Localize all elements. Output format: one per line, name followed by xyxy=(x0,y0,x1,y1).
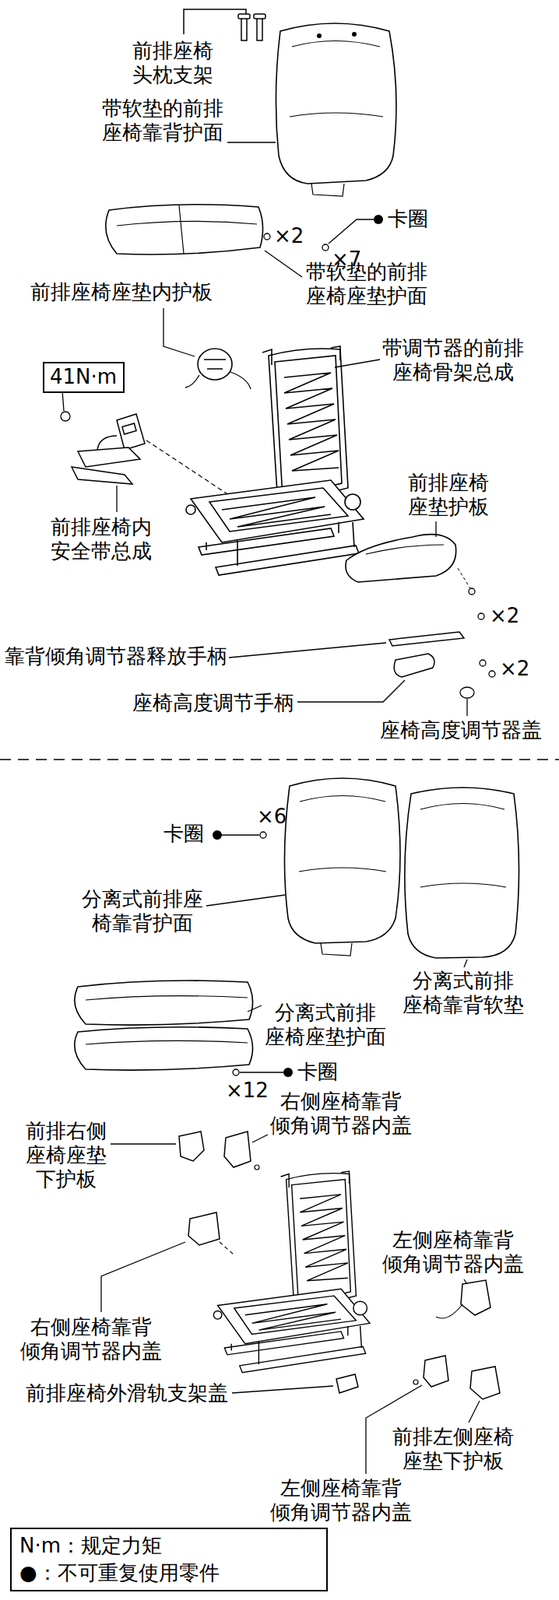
part-label: 座椅高度调节器盖 xyxy=(379,718,542,743)
part-label: 右侧座椅靠背 倾角调节器内盖 xyxy=(270,1089,412,1139)
part-label: ×2 xyxy=(499,657,530,682)
part-label: 靠背倾角调节器释放手柄 xyxy=(4,644,228,669)
part-label: 带软垫的前排 座椅座垫护面 xyxy=(305,260,428,309)
part-label: 分离式前排 座椅座垫护面 xyxy=(264,1001,387,1050)
part-label: 前排座椅座垫内护板 xyxy=(30,280,213,305)
part-label: 前排左侧座椅 座垫下护板 xyxy=(392,1425,514,1474)
torque-box: 41N·m xyxy=(42,362,125,394)
part-label: 卡圈 xyxy=(163,822,204,847)
part-label: 前排座椅 座垫护板 xyxy=(407,471,489,520)
part-label: 卡圈 xyxy=(297,1060,338,1085)
part-label: ×2 xyxy=(489,604,520,629)
part-label: ×2 xyxy=(274,224,304,249)
part-label: 卡圈 xyxy=(387,207,429,232)
part-label: 带调节器的前排 座椅骨架总成 xyxy=(382,336,524,385)
legend-box: N·m：规定力矩●：不可重复使用零件 xyxy=(10,1528,328,1593)
part-label: 分离式前排座 椅靠背护面 xyxy=(81,887,204,936)
legend-text: ●：不可重复使用零件 xyxy=(19,1560,319,1588)
part-label: 前排右侧 座椅座垫 下护板 xyxy=(25,1119,107,1193)
part-label: ×6 xyxy=(256,805,287,830)
legend-text: N·m：规定力矩 xyxy=(19,1532,319,1561)
part-label: 前排座椅 头枕支架 xyxy=(132,38,214,88)
part-label: 前排座椅外滑轨支架盖 xyxy=(25,1381,229,1407)
part-label: 座椅高度调节手柄 xyxy=(132,691,295,716)
part-label: 左侧座椅靠背 倾角调节器内盖 xyxy=(270,1476,412,1526)
part-label: ×12 xyxy=(225,1079,269,1104)
part-label: 前排座椅内 安全带总成 xyxy=(50,515,152,564)
part-label: 左侧座椅靠背 倾角调节器内盖 xyxy=(382,1228,524,1277)
part-label: 分离式前排 座椅靠背软垫 xyxy=(402,969,524,1018)
part-label: 带软垫的前排 座椅靠背护面 xyxy=(101,96,224,145)
torque-value: 41N·m xyxy=(44,363,124,390)
part-label: 右侧座椅靠背 倾角调节器内盖 xyxy=(20,1315,162,1365)
